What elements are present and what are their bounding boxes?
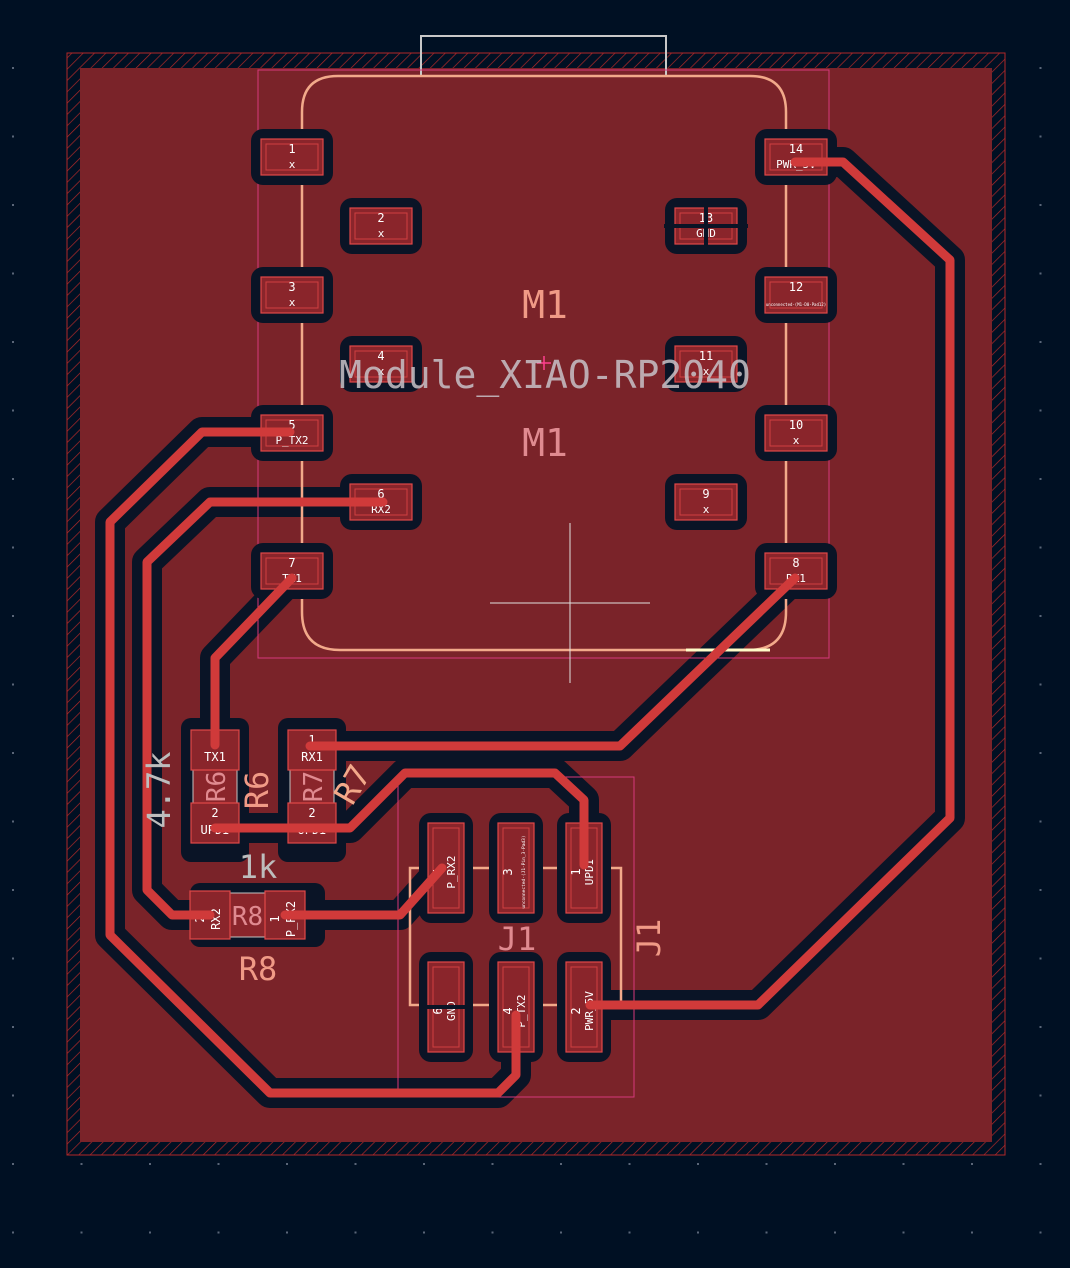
module-pad-number: 9 xyxy=(702,487,709,501)
module-ref-top: M1 xyxy=(522,283,568,327)
connector-pad-number: 3 xyxy=(501,868,515,875)
module-value: Module_XIAO-RP2040 xyxy=(339,353,751,398)
resistor-pad-number: 1 xyxy=(308,733,315,747)
module-pad-number: 3 xyxy=(288,280,295,294)
module-pad-2: 2x xyxy=(340,198,422,254)
module-pad-4: 4x xyxy=(340,336,422,392)
resistor-r6-value: 4.7k xyxy=(140,751,178,828)
resistor-r8-value: 1k xyxy=(239,848,278,886)
module-pad-11: 11 x xyxy=(665,336,747,392)
module-pads: 1x2x3x4x5P_TX26RX27TX18RX19x10x11x12unco… xyxy=(251,129,837,599)
module-pad-number: 7 xyxy=(288,556,295,570)
module-pad-net: unconnected-(M1-D0-Pad12) xyxy=(766,302,826,307)
resistor-ref-fab: R6 xyxy=(202,771,232,802)
resistor-pad-net: RX1 xyxy=(301,750,323,764)
resistor-pad-number: 1 xyxy=(268,915,282,922)
module-ref-fab: M1 xyxy=(522,421,568,465)
trace-tx1 xyxy=(210,573,297,750)
module-pad-number: 12 xyxy=(789,280,803,294)
module-pad-number: 6 xyxy=(377,487,384,501)
module-pad-number: 5 xyxy=(288,418,295,432)
trace-rx1 xyxy=(305,573,800,751)
connector-pad-3: 3 unconnected-(J1-Pin_3-Pad3) xyxy=(489,813,543,923)
module-pad-net: x xyxy=(289,296,296,309)
connector-pad-net: P_RX2 xyxy=(445,855,458,888)
module-pad-number: 4 xyxy=(377,349,384,363)
module-pad-net: x xyxy=(703,503,710,516)
trace-pwr5v xyxy=(585,157,955,1010)
resistor-pad-number: 2 xyxy=(308,806,315,820)
module-pad-number: 14 xyxy=(789,142,803,156)
module-pad-9: 9x xyxy=(665,474,747,530)
module-pad-1: 1x xyxy=(251,129,333,185)
anchor-crosshair xyxy=(490,523,650,683)
connector-pad-number: 6 xyxy=(431,1007,445,1014)
resistor-ref-fab: R7 xyxy=(299,771,329,802)
module-pad-net: P_TX2 xyxy=(275,434,308,447)
trace-prx2 xyxy=(280,863,447,920)
usb-connector-outline xyxy=(420,35,667,76)
module-pad-net: x xyxy=(703,365,710,378)
trace-ptx2 xyxy=(105,427,521,1098)
connector-pad-number: 4 xyxy=(501,1007,515,1014)
module-fab-outline xyxy=(257,69,830,659)
module-pad-number: 2 xyxy=(377,211,384,225)
copper-traces xyxy=(105,157,955,1098)
module-origin-marker xyxy=(537,356,551,370)
connector-ref-silk: J1 xyxy=(630,919,668,958)
connector-pad-number: 1 xyxy=(569,868,583,875)
module-pad-number: 8 xyxy=(792,556,799,570)
module-pad-net: x xyxy=(378,227,385,240)
connector-pad-net: GND xyxy=(445,1001,458,1021)
resistor-pad-net: TX1 xyxy=(204,750,226,764)
resistor-pad-number: 2 xyxy=(211,806,218,820)
module-pad-number: 10 xyxy=(789,418,803,432)
module-pad-10: 10 x xyxy=(755,405,837,461)
module-pad-number: 11 xyxy=(699,349,713,363)
module-pad-net: x xyxy=(793,434,800,447)
connector-pad-number: 2 xyxy=(569,1007,583,1014)
resistor-r8-ref-silk: R8 xyxy=(239,950,278,988)
module-pad-net: x xyxy=(289,158,296,171)
connector-pad-net: unconnected-(J1-Pin_3-Pad3) xyxy=(521,835,527,908)
module-pad-3: 3x xyxy=(251,267,333,323)
connector-ref-fab: J1 xyxy=(498,920,537,958)
resistor-ref-fab: R8 xyxy=(232,902,263,932)
trace-rx2 xyxy=(142,497,388,920)
connector-pad-net: PWR_5V xyxy=(583,991,596,1031)
module-pad-12: 12 unconnected-(M1-D0-Pad12) xyxy=(755,267,837,323)
trace-updi xyxy=(210,768,589,870)
module-pad-net: x xyxy=(378,365,385,378)
module-pad-number: 1 xyxy=(288,142,295,156)
resistor-r6-ref-silk: R6 xyxy=(238,771,276,810)
